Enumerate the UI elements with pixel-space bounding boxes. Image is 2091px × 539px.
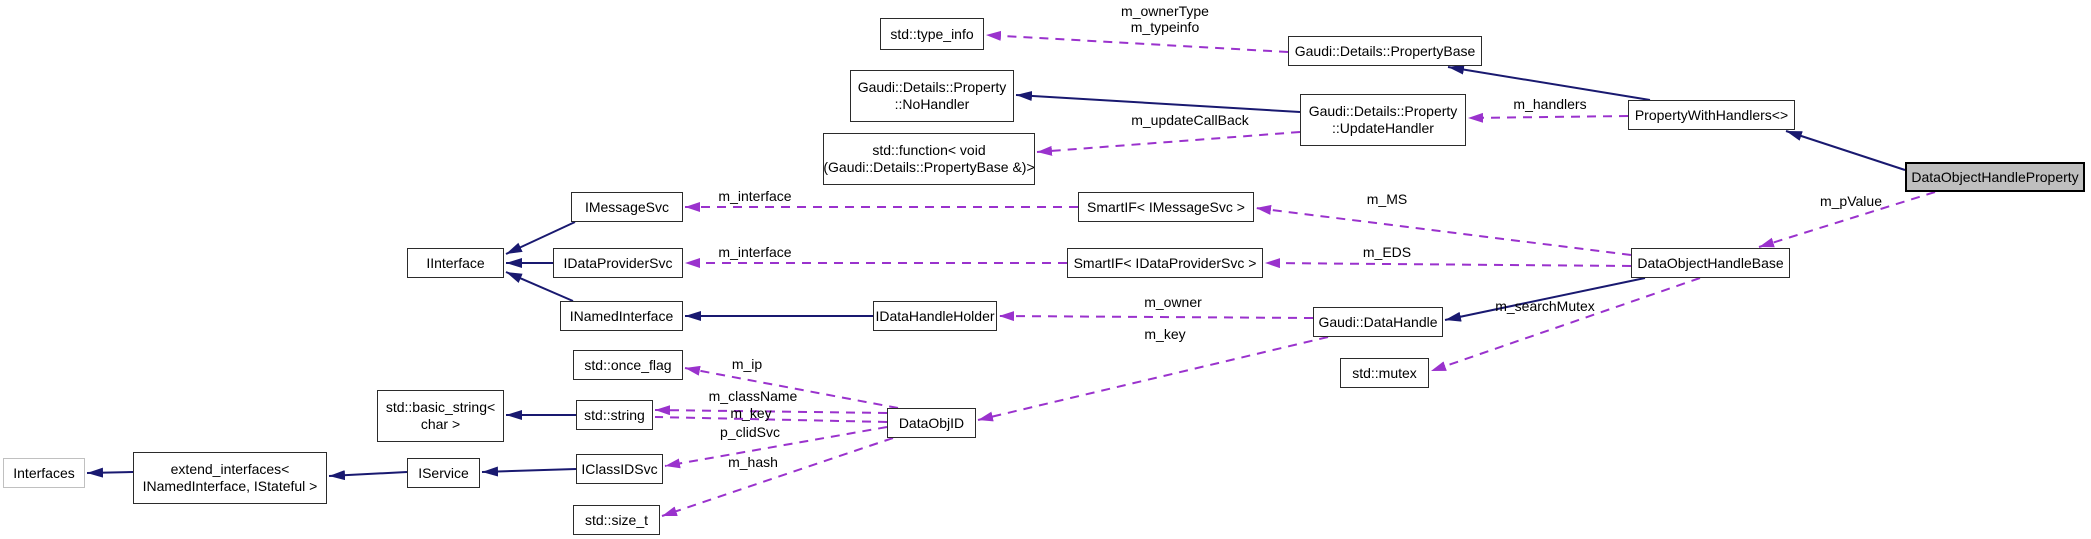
node-gaudi-datahandle[interactable]: Gaudi::DataHandle bbox=[1313, 307, 1443, 337]
node-smartif-imessagesvc[interactable]: SmartIF< IMessageSvc > bbox=[1078, 192, 1254, 222]
edge-label-m-classname: m_className bbox=[708, 388, 798, 404]
node-std-type-info[interactable]: std::type_info bbox=[880, 18, 984, 50]
edge-dataobjid-to-stdstring-m-classname bbox=[654, 405, 888, 416]
edge-propertybase-to-typeinfo-m-ownertype bbox=[985, 30, 1289, 53]
node-std-mutex[interactable]: std::mutex bbox=[1340, 358, 1429, 388]
edge-extendinterfaces-to-interfaces bbox=[86, 467, 134, 478]
node-idatahandleholder[interactable]: IDataHandleHolder bbox=[873, 301, 997, 331]
node-std-function-propertybase-callback[interactable]: std::function< void(Gaudi::Details::Prop… bbox=[823, 133, 1035, 185]
edge-label-m-interface-eds: m_interface bbox=[718, 244, 792, 260]
edge-dataobjid-to-stdsizet-m-hash bbox=[661, 437, 894, 517]
node-propertywithhandlers[interactable]: PropertyWithHandlers<> bbox=[1628, 100, 1795, 130]
edge-dataobjid-to-onceflag-m-ip bbox=[684, 365, 899, 409]
node-iclassidsvc[interactable]: IClassIDSvc bbox=[576, 454, 663, 484]
edge-updatehandler-to-stdfunction-m-updatecallback bbox=[1036, 131, 1301, 156]
node-inamedinterface[interactable]: INamedInterface bbox=[560, 301, 683, 331]
node-idataprovidersvc[interactable]: IDataProviderSvc bbox=[553, 248, 683, 278]
edge-label-m-updatecallback: m_updateCallBack bbox=[1131, 112, 1249, 128]
node-extend-interfaces-inamedinterface-istateful[interactable]: extend_interfaces<INamedInterface, IStat… bbox=[133, 452, 327, 504]
edge-datahandle-to-dataobjid-m-key bbox=[977, 336, 1329, 422]
node-gaudi-details-propertybase[interactable]: Gaudi::Details::PropertyBase bbox=[1288, 36, 1482, 66]
node-std-string[interactable]: std::string bbox=[576, 400, 653, 430]
node-dataobjecthandlebase[interactable]: DataObjectHandleBase bbox=[1631, 248, 1790, 278]
node-iservice[interactable]: IService bbox=[407, 458, 480, 488]
node-dataobjecthandleproperty-selected: DataObjectHandleProperty bbox=[1905, 162, 2085, 192]
edge-label-m-ip: m_ip bbox=[731, 356, 763, 372]
node-std-basic-string-char[interactable]: std::basic_string<char > bbox=[377, 390, 504, 442]
edge-label-m-owner: m_owner bbox=[1144, 294, 1202, 310]
edge-imessagesvc-to-iinterface bbox=[505, 221, 576, 255]
edge-propertywithhandlers-to-updatehandler-m-handlers bbox=[1467, 112, 1629, 123]
node-interfaces[interactable]: Interfaces bbox=[3, 458, 85, 488]
edge-inamedinterface-to-iinterface bbox=[505, 271, 574, 302]
edge-dohbase-to-datahandle bbox=[1444, 277, 1646, 322]
node-dataobjid[interactable]: DataObjID bbox=[887, 408, 976, 438]
edge-dataobjid-to-stdstring-m-key bbox=[654, 416, 888, 423]
node-imessagesvc[interactable]: IMessageSvc bbox=[571, 192, 683, 222]
edge-label-m-interface-ms: m_interface bbox=[718, 188, 792, 204]
edge-label-m-hash: m_hash bbox=[728, 454, 778, 470]
edge-label-m-key-handle: m_key bbox=[1144, 326, 1186, 342]
edge-propertywithhandlers-to-propertybase bbox=[1447, 64, 1651, 101]
edge-label-m-searchmutex: m_searchMutex bbox=[1495, 298, 1595, 314]
edge-dohbase-to-smartifeds-m-eds bbox=[1264, 258, 1632, 269]
node-smartif-idataprovidersvc[interactable]: SmartIF< IDataProviderSvc > bbox=[1067, 248, 1263, 278]
node-std-once-flag[interactable]: std::once_flag bbox=[573, 350, 683, 380]
edge-updatehandler-to-nohandler bbox=[1015, 90, 1301, 113]
edge-dohbase-to-smartifms-m-ms bbox=[1255, 204, 1632, 256]
edge-dohbase-to-stdmutex-m-searchmutex bbox=[1430, 277, 1701, 372]
edge-label-p-clidsvc: p_clidSvc bbox=[720, 424, 780, 440]
edge-label-m-eds: m_EDS bbox=[1362, 244, 1412, 260]
edge-datahandle-to-idatahandleholder-m-owner bbox=[998, 311, 1314, 322]
node-std-size-t[interactable]: std::size_t bbox=[573, 505, 660, 535]
edge-label-m-ms: m_MS bbox=[1366, 191, 1408, 207]
edge-dataobjid-to-iclassidsvc-p-clidsvc bbox=[664, 426, 888, 469]
edge-label-m-key-objid: m_key bbox=[730, 405, 772, 421]
edge-label-m-handlers: m_handlers bbox=[1513, 96, 1587, 112]
edge-iservice-to-extendinterfaces bbox=[328, 470, 408, 481]
node-gaudi-details-property-updatehandler[interactable]: Gaudi::Details::Property::UpdateHandler bbox=[1300, 94, 1466, 146]
edge-dohproperty-to-propertywithhandlers bbox=[1785, 130, 1906, 171]
node-iinterface[interactable]: IInterface bbox=[407, 248, 504, 278]
edge-label-m-pvalue: m_pValue bbox=[1819, 193, 1882, 209]
node-gaudi-details-property-nohandler[interactable]: Gaudi::Details::Property::NoHandler bbox=[850, 70, 1014, 122]
edge-iclassidsvc-to-iservice bbox=[481, 466, 577, 477]
